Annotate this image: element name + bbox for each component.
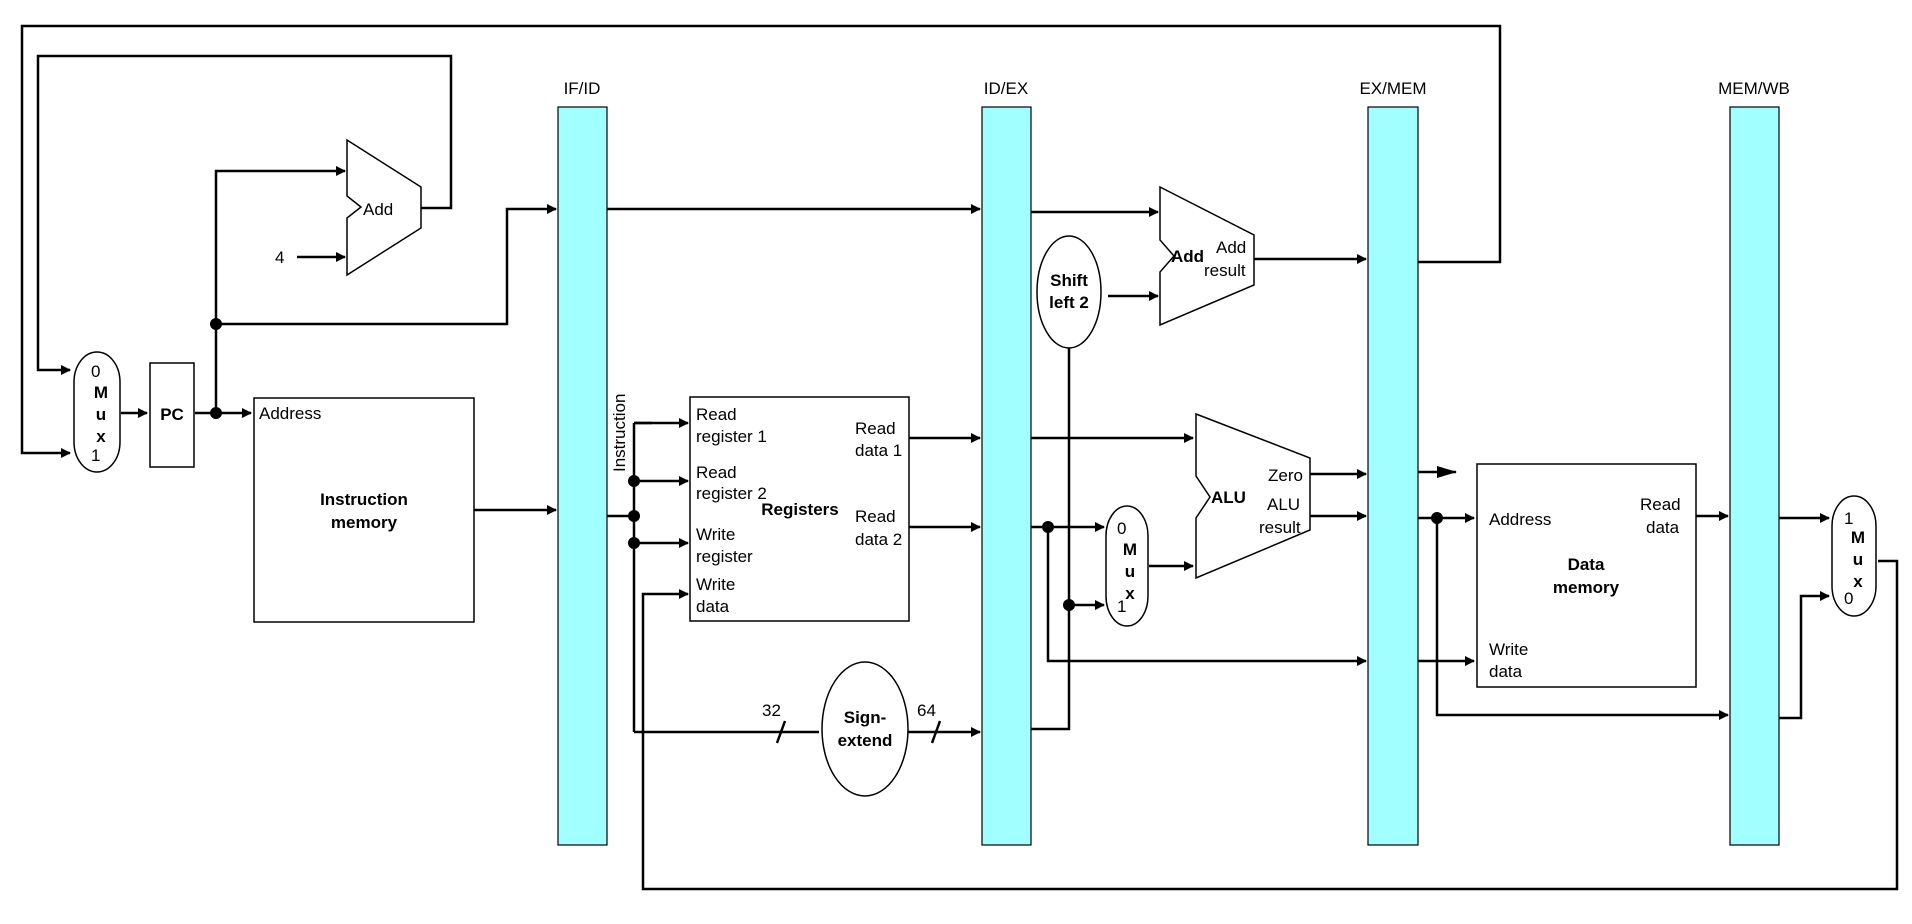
add-result-label-line1: Add — [1216, 238, 1246, 257]
writeback-mux: 1 M u x 0 — [1831, 495, 1877, 617]
junction-dot — [1063, 599, 1075, 611]
branch-adder: Add Add result — [1159, 185, 1255, 327]
junction-dot — [1042, 521, 1054, 533]
sign-extend-label-2: extend — [838, 731, 893, 750]
pipeline-register-ex-mem: EX/MEM — [1359, 79, 1427, 846]
shift-left-label-2: left 2 — [1049, 293, 1089, 312]
pc-mux: 0 M u x 1 — [73, 351, 121, 473]
data-memory-write-label-line1: Write — [1489, 640, 1528, 659]
instruction-memory-title-1: Instruction — [320, 490, 408, 509]
pc-mux-letter-m: M — [94, 383, 108, 402]
read-register-1-label-line1: Read — [696, 405, 737, 424]
alu-label: ALU — [1211, 488, 1246, 507]
pipeline-register-id-ex: ID/EX — [981, 79, 1032, 846]
wb-mux-input-1-label: 1 — [1844, 509, 1853, 528]
pipeline-register-if-id: IF/ID — [557, 79, 608, 846]
read-register-2-label-line2: register 2 — [696, 484, 767, 503]
alu-mux-letter-u: u — [1125, 562, 1135, 581]
write-register-label-line1: Write — [696, 525, 735, 544]
registers-title: Registers — [761, 500, 838, 519]
write-register-label-line2: register — [696, 547, 753, 566]
instruction-memory-title-2: memory — [331, 513, 398, 532]
data-memory: Address Read data Data memory Write data — [1476, 463, 1697, 688]
id-ex-label: ID/EX — [984, 79, 1028, 98]
data-memory-title-1: Data — [1568, 555, 1605, 574]
data-memory-read-label-line1: Read — [1640, 495, 1681, 514]
program-counter: PC — [149, 362, 195, 468]
junction-dot — [628, 510, 640, 522]
instruction-wire-label: Instruction — [610, 394, 629, 472]
alu-zero-label: Zero — [1268, 466, 1303, 485]
pc-mux-letter-u: u — [96, 405, 106, 424]
data-memory-address-port: Address — [1489, 510, 1551, 529]
write-data-label-line2: data — [696, 597, 730, 616]
datapath-wires — [20, 24, 1899, 891]
sign-extend-unit: Sign- extend 32 64 — [762, 661, 936, 797]
wb-mux-letter-u: u — [1853, 550, 1863, 569]
data-memory-read-label-line2: data — [1646, 518, 1680, 537]
instruction-memory: Address Instruction memory — [253, 397, 475, 623]
if-id-label: IF/ID — [564, 79, 601, 98]
bus-width-slash — [775, 720, 787, 744]
write-data-label-line1: Write — [696, 575, 735, 594]
alu-result-label-line2: result — [1259, 518, 1301, 537]
pc-adder: Add 4 — [275, 138, 422, 277]
alu-mux-letter-x: x — [1125, 584, 1135, 603]
data-memory-write-label-line2: data — [1489, 662, 1523, 681]
data-memory-title-2: memory — [1553, 578, 1620, 597]
output-width-label: 64 — [917, 701, 936, 720]
pc-mux-input-1-label: 1 — [91, 446, 100, 465]
read-data-2-label-line2: data 2 — [855, 530, 902, 549]
branch-adder-label: Add — [1171, 247, 1204, 266]
read-data-2-label-line1: Read — [855, 507, 896, 526]
alu-result-label-line1: ALU — [1267, 495, 1300, 514]
register-file: Read register 1 Read register 2 Write re… — [689, 396, 910, 622]
alu-mux: 0 M u x 1 — [1105, 505, 1149, 627]
mem-wb-label: MEM/WB — [1718, 79, 1790, 98]
pc-adder-label: Add — [363, 200, 393, 219]
wb-mux-input-0-label: 0 — [1844, 589, 1853, 608]
wb-mux-letter-m: M — [1851, 528, 1865, 547]
shift-left-label-1: Shift — [1050, 271, 1088, 290]
junction-dot — [210, 318, 222, 330]
pc-mux-input-0-label: 0 — [91, 362, 100, 381]
read-data-1-label-line1: Read — [855, 419, 896, 438]
input-width-label: 32 — [762, 701, 781, 720]
pc-label: PC — [160, 405, 184, 424]
junction-dot — [628, 475, 640, 487]
alu-mux-input-0-label: 0 — [1117, 519, 1126, 538]
junction-dot — [1431, 512, 1443, 524]
alu-mux-letter-m: M — [1123, 540, 1137, 559]
add-result-label-line2: result — [1204, 261, 1246, 280]
alu-mux-input-1-label: 1 — [1117, 597, 1126, 616]
sign-extend-label-1: Sign- — [844, 708, 887, 727]
instruction-memory-address-port: Address — [259, 404, 321, 423]
wb-mux-letter-x: x — [1853, 572, 1863, 591]
alu: ALU Zero ALU result — [1195, 412, 1311, 580]
read-register-2-label-line1: Read — [696, 463, 737, 482]
junction-dot — [210, 407, 222, 419]
read-data-1-label-line2: data 1 — [855, 441, 902, 460]
pipeline-register-mem-wb: MEM/WB — [1718, 79, 1790, 846]
constant-4-label: 4 — [275, 248, 284, 267]
pc-mux-letter-x: x — [96, 427, 106, 446]
bus-width-slash — [930, 720, 942, 744]
ex-mem-label: EX/MEM — [1359, 79, 1426, 98]
read-register-1-label-line2: register 1 — [696, 427, 767, 446]
shift-left-2-unit: Shift left 2 — [1036, 235, 1102, 349]
junction-dot — [628, 537, 640, 549]
